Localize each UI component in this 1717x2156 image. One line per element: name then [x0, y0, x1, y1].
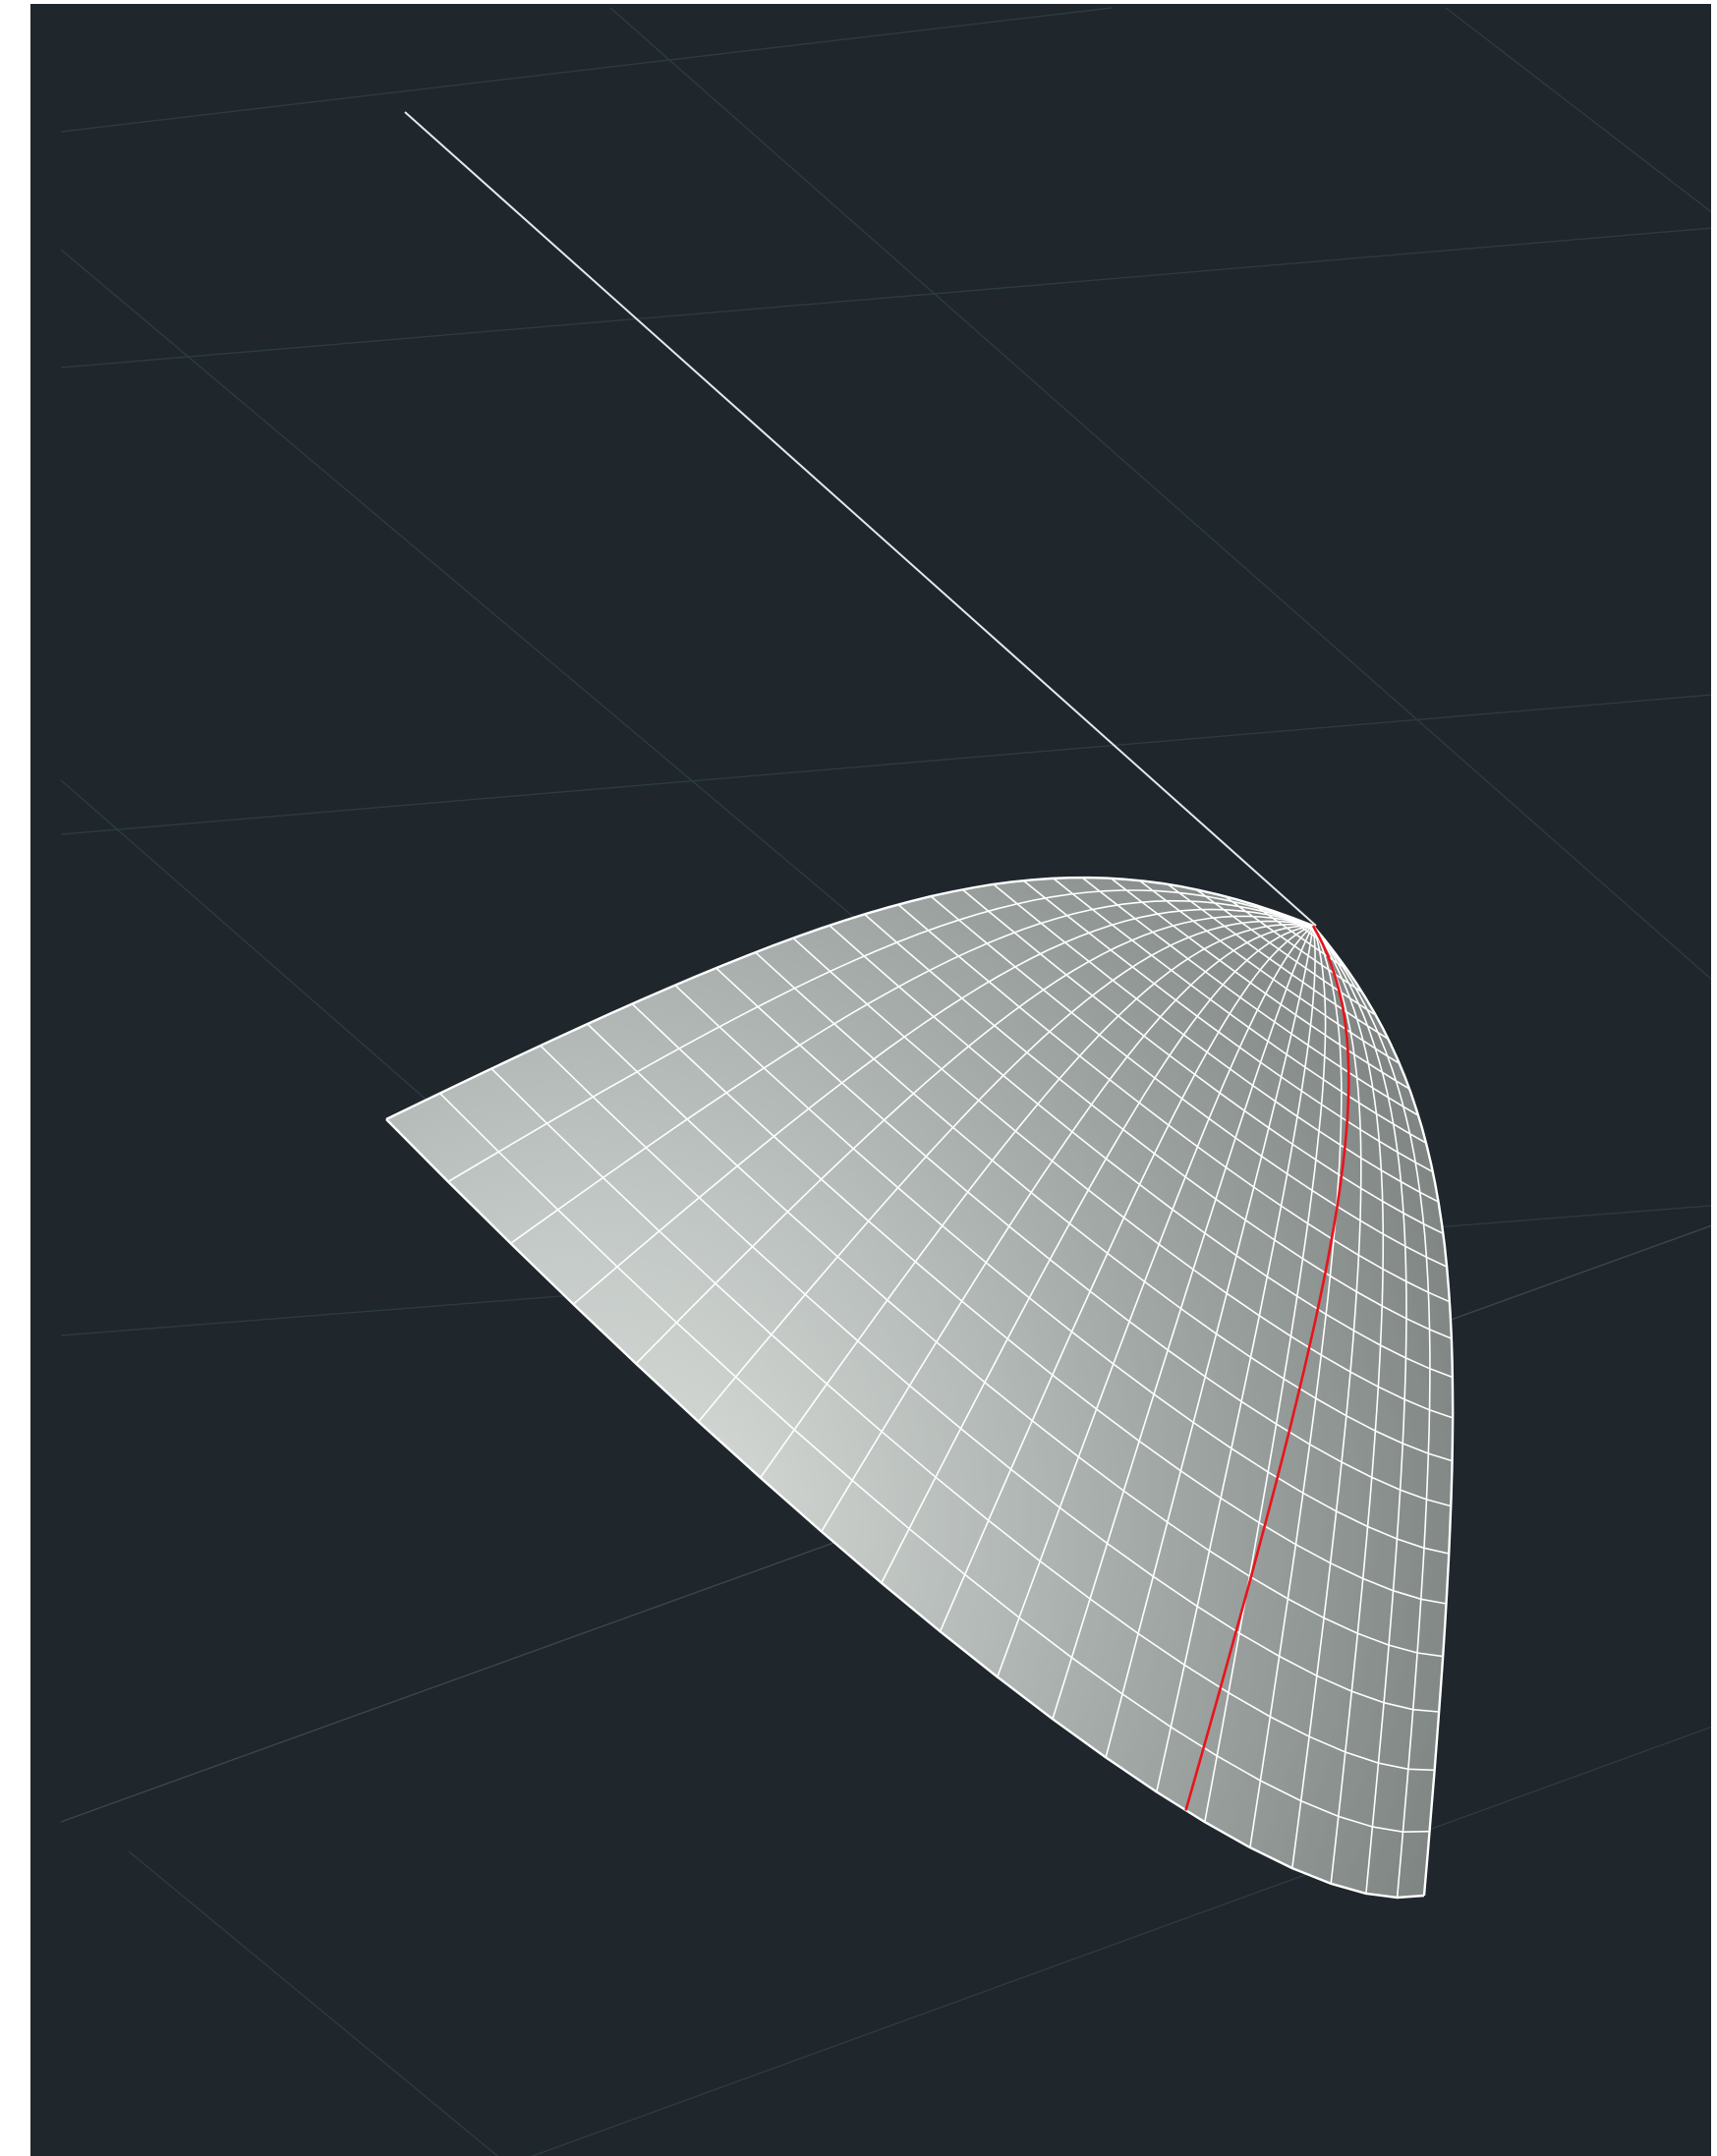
surface-shadow	[386, 878, 1454, 1899]
mesh-ring-line	[587, 1023, 1444, 1658]
mesh-ring-line	[792, 937, 1454, 1419]
mesh-ring-line	[1195, 888, 1377, 1016]
grid-line	[530, 1726, 1711, 2156]
mesh-ring-line	[631, 1003, 1447, 1605]
mesh-ring-line	[1225, 895, 1363, 993]
mesh-ring-line	[674, 985, 1450, 1555]
mesh-ring-line	[490, 1067, 1435, 1772]
paraboloid-surface[interactable]	[385, 876, 1455, 1900]
mesh-ring-line	[1139, 879, 1401, 1064]
grid-line	[128, 1850, 499, 2156]
mesh-ring-line	[897, 903, 1451, 1303]
mesh-ring-line	[385, 1118, 1425, 1900]
mesh-ring-line	[993, 883, 1439, 1203]
mesh-ring-line	[864, 913, 1453, 1339]
scene-canvas[interactable]	[30, 4, 1711, 2156]
axis-line[interactable]	[404, 111, 1317, 927]
mesh-ring-line	[1081, 877, 1419, 1116]
3d-viewport[interactable]	[30, 4, 1711, 2156]
grid-line	[60, 7, 1113, 133]
mesh-ring-line	[1111, 878, 1410, 1090]
mesh-ring-line	[439, 1093, 1430, 1834]
mesh-ring-line	[540, 1045, 1440, 1713]
mesh-ring-line	[829, 925, 1454, 1379]
mesh-ring-line	[1053, 878, 1427, 1144]
mesh-ring-line	[715, 967, 1452, 1507]
grid-line	[1445, 7, 1711, 213]
mesh-ring-line	[930, 895, 1448, 1268]
mesh-ring-line	[755, 951, 1453, 1462]
grid-line	[60, 227, 1711, 369]
mesh-ring-line	[1253, 903, 1348, 971]
grid-line	[609, 7, 1711, 981]
mesh-ring-line	[1167, 883, 1389, 1040]
highlighted-generatrix-curve[interactable]	[1184, 925, 1350, 1811]
grid-line	[60, 694, 1711, 835]
mesh-ring-line	[961, 888, 1444, 1235]
mesh-ring-line	[1022, 879, 1434, 1173]
